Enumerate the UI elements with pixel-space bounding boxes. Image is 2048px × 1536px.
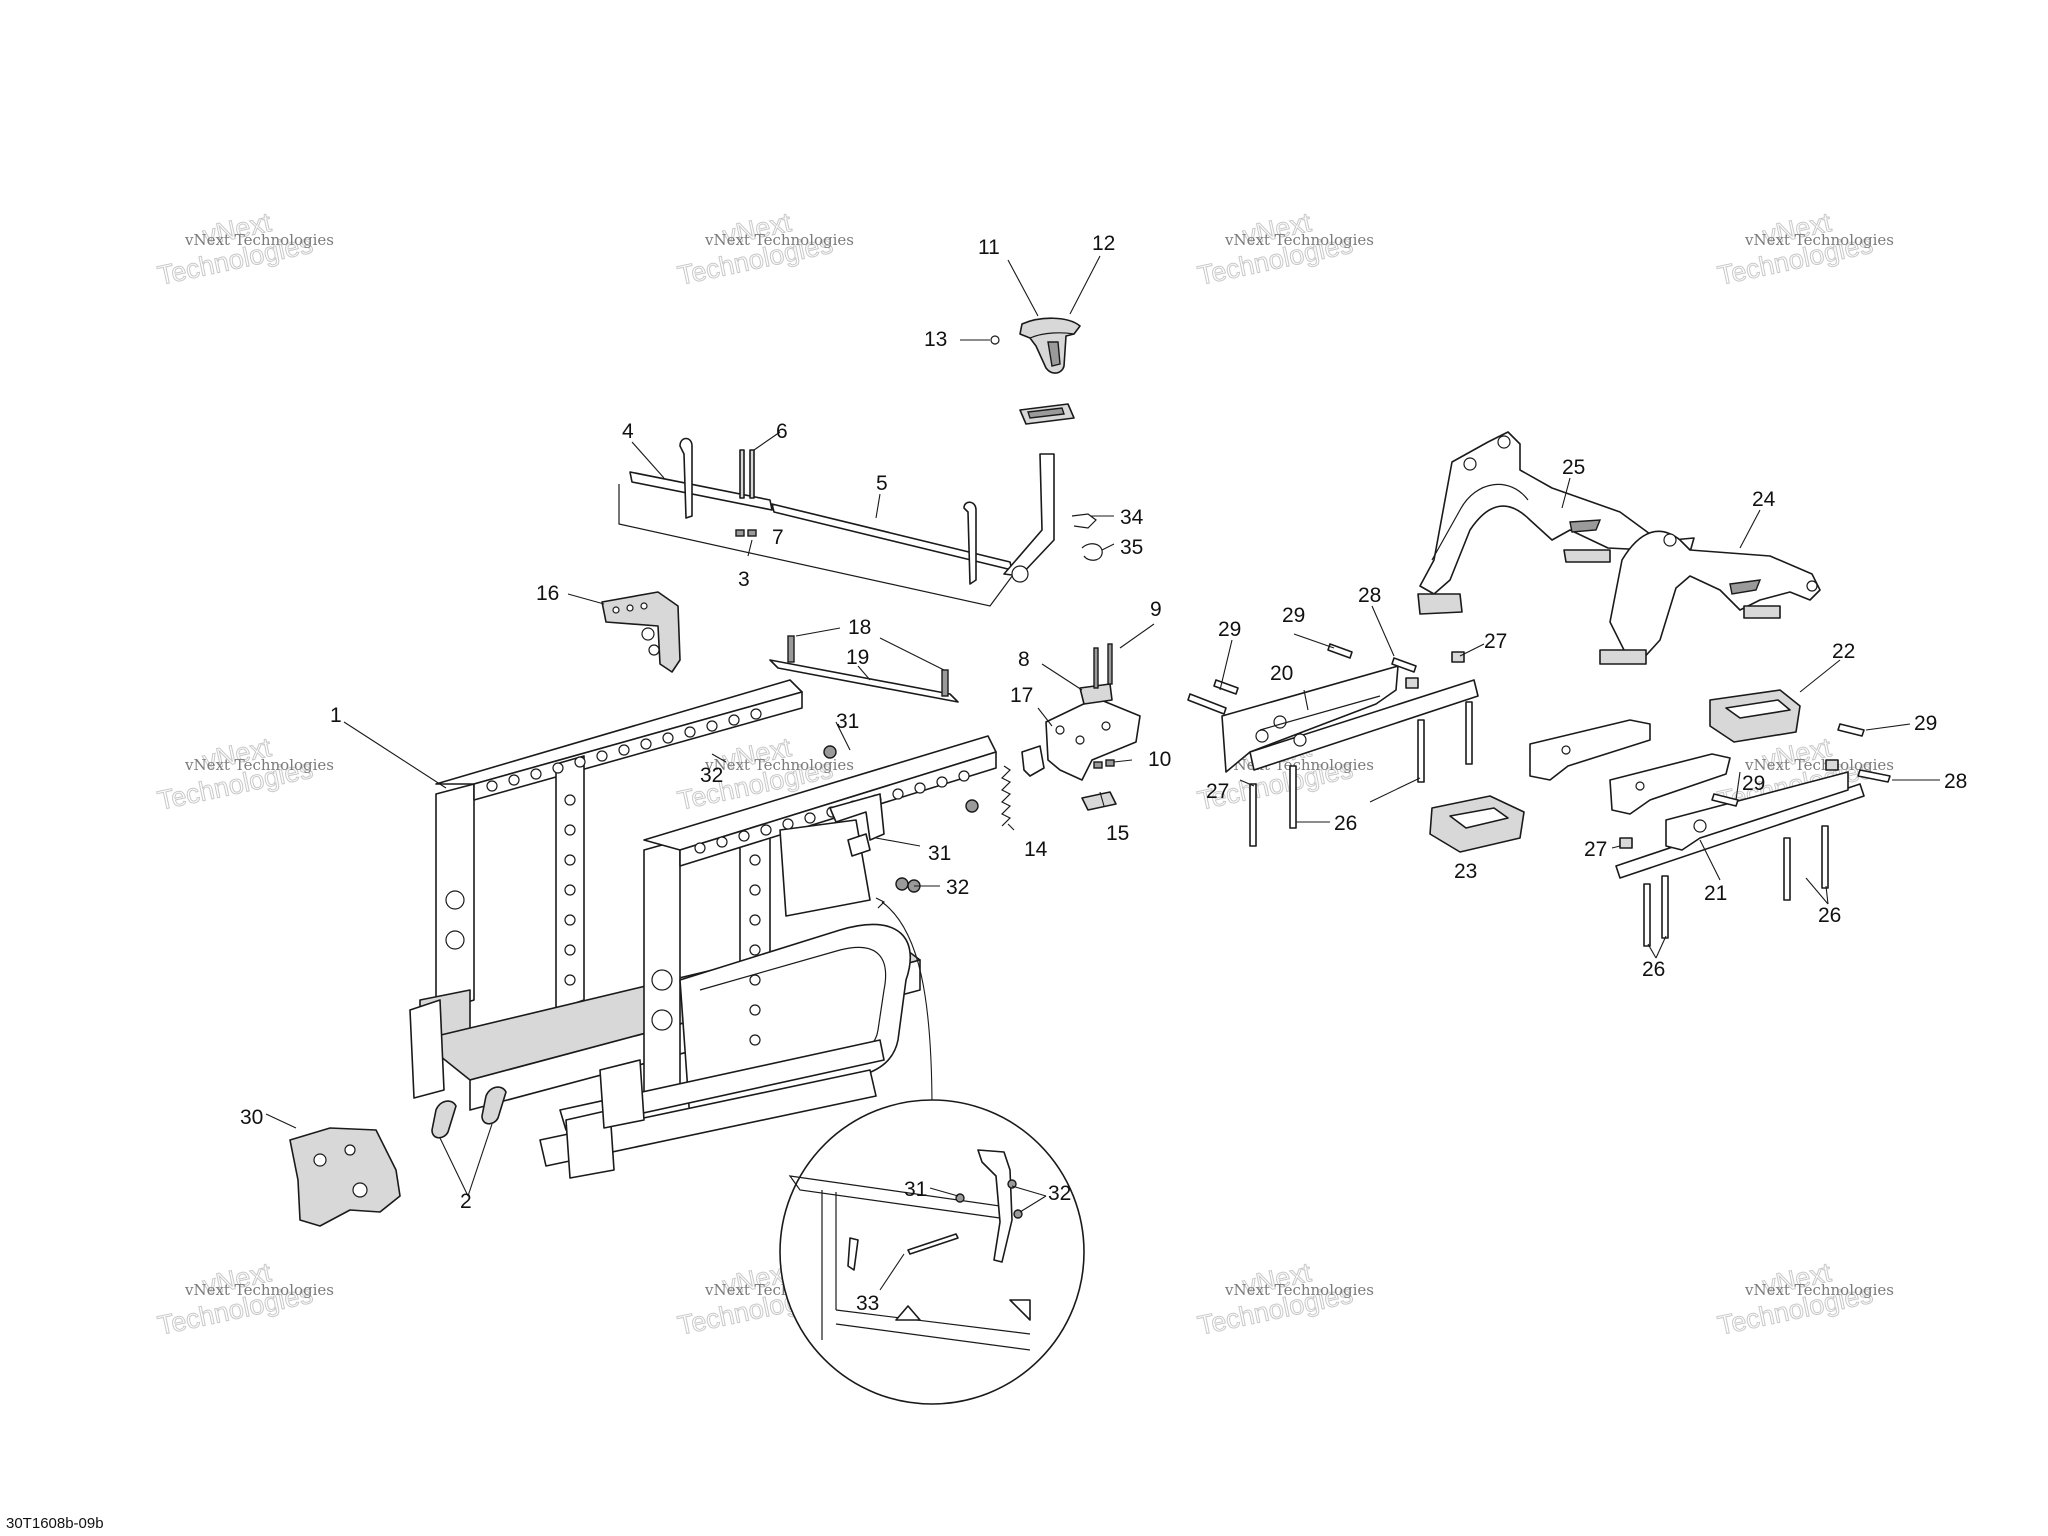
bracket-21-upper	[1529, 719, 1731, 815]
bracket-21	[1615, 723, 1891, 947]
knob-part	[990, 317, 1081, 425]
callout-31-a: 31	[836, 710, 859, 733]
callout-8: 8	[1018, 648, 1030, 671]
watermark-small: vNext Technologies	[1744, 756, 1894, 774]
bar-19	[769, 635, 959, 703]
bolts-20	[1187, 643, 1473, 847]
callout-34: 34	[1120, 506, 1144, 529]
callout-2: 2	[460, 1190, 472, 1213]
callout-26-b: 26	[1818, 904, 1841, 927]
watermark-9: vNext Technologies vNext Technologies	[155, 1257, 335, 1342]
callout-29-a: 29	[1218, 618, 1241, 641]
watermark-small: vNext Technologies	[1224, 231, 1374, 249]
box-23	[1429, 795, 1525, 853]
watermark-4: vNext Technologies vNext Technologies	[1715, 207, 1895, 292]
callout-18: 18	[848, 616, 871, 639]
watermark-1: vNext Technologies vNext Technologies	[155, 207, 335, 292]
callout-19: 19	[846, 646, 869, 669]
handle-rod-assembly	[618, 437, 1103, 607]
callout-26-a: 26	[1334, 812, 1357, 835]
callout-31-c: 31	[904, 1178, 927, 1201]
box-22	[1709, 689, 1801, 743]
watermark-small: vNext Technologies	[1744, 1281, 1894, 1299]
watermark-small: vNext Technologies	[704, 756, 854, 774]
callout-17: 17	[1010, 684, 1033, 707]
callout-30: 30	[240, 1106, 263, 1129]
watermark-11: vNext Technologies vNext Technologies	[1195, 1257, 1375, 1342]
pad-15	[1081, 791, 1117, 811]
callout-16: 16	[536, 582, 559, 605]
callout-12: 12	[1092, 232, 1115, 255]
callout-27-c: 27	[1584, 838, 1607, 861]
callout-21: 21	[1704, 882, 1727, 905]
callout-29-d: 29	[1742, 772, 1765, 795]
frame-holes	[445, 708, 970, 1046]
callout-25: 25	[1562, 456, 1585, 479]
callout-15: 15	[1106, 822, 1129, 845]
detail-inset	[779, 897, 1085, 1405]
callout-33: 33	[856, 1292, 879, 1315]
callout-31-b: 31	[928, 842, 951, 865]
callout-11: 11	[978, 236, 1000, 259]
diagram-code: 30T1608b-09b	[6, 1515, 104, 1532]
callout-labels: 1 2 3 4 5 6 7 8 9 10 11 12 13 14 15 16 1…	[240, 232, 1967, 1315]
callout-27-a: 27	[1484, 630, 1507, 653]
callout-24: 24	[1752, 488, 1776, 511]
callout-3: 3	[738, 568, 750, 591]
watermark-small: vNext Technologies	[704, 231, 854, 249]
callout-13: 13	[924, 328, 947, 351]
callout-32-b: 32	[946, 876, 969, 899]
callout-22: 22	[1832, 640, 1855, 663]
callout-35: 35	[1120, 536, 1143, 559]
arch-bracket-24	[1599, 530, 1821, 665]
callout-10: 10	[1148, 748, 1171, 771]
callout-1: 1	[330, 704, 342, 727]
callout-32-a: 32	[700, 764, 723, 787]
callout-28-a: 28	[1358, 584, 1381, 607]
callout-4: 4	[622, 420, 634, 443]
watermark-12: vNext Technologies vNext Technologies	[1715, 1257, 1895, 1342]
callout-27-b: 27	[1206, 780, 1229, 803]
arch-bracket-25	[1417, 431, 1695, 615]
watermark-2: vNext Technologies vNext Technologies	[675, 207, 855, 292]
watermark-3: vNext Technologies vNext Technologies	[1195, 207, 1375, 292]
callout-14: 14	[1024, 838, 1048, 861]
leader-lines	[265, 255, 1940, 1291]
pedal-bracket-17	[1021, 643, 1141, 781]
main-frame-1	[409, 679, 997, 1179]
callout-23: 23	[1454, 860, 1477, 883]
callout-32-c: 32	[1048, 1182, 1071, 1205]
watermark-small: vNext Technologies	[1224, 1281, 1374, 1299]
callout-26-c: 26	[1642, 958, 1665, 981]
callout-5: 5	[876, 472, 888, 495]
watermark-small: vNext Technologies	[184, 1281, 334, 1299]
watermark-small: vNext Technologies	[184, 231, 334, 249]
callout-29-b: 29	[1282, 604, 1305, 627]
watermark-small: vNext Technologies	[184, 756, 334, 774]
callout-9: 9	[1150, 598, 1162, 621]
callout-20: 20	[1270, 662, 1293, 685]
callout-29-c: 29	[1914, 712, 1937, 735]
bracket-30	[289, 1127, 401, 1227]
callout-28-b: 28	[1944, 770, 1967, 793]
bracket-16	[601, 591, 681, 673]
callout-6: 6	[776, 420, 788, 443]
watermark-small: vNext Technologies	[1744, 231, 1894, 249]
callout-7: 7	[772, 526, 784, 549]
spring-14	[1000, 765, 1012, 827]
watermark-small: vNext Technologies	[1224, 756, 1374, 774]
link-plates-2	[431, 1086, 507, 1139]
watermark-5: vNext Technologies vNext Technologies	[155, 732, 335, 817]
